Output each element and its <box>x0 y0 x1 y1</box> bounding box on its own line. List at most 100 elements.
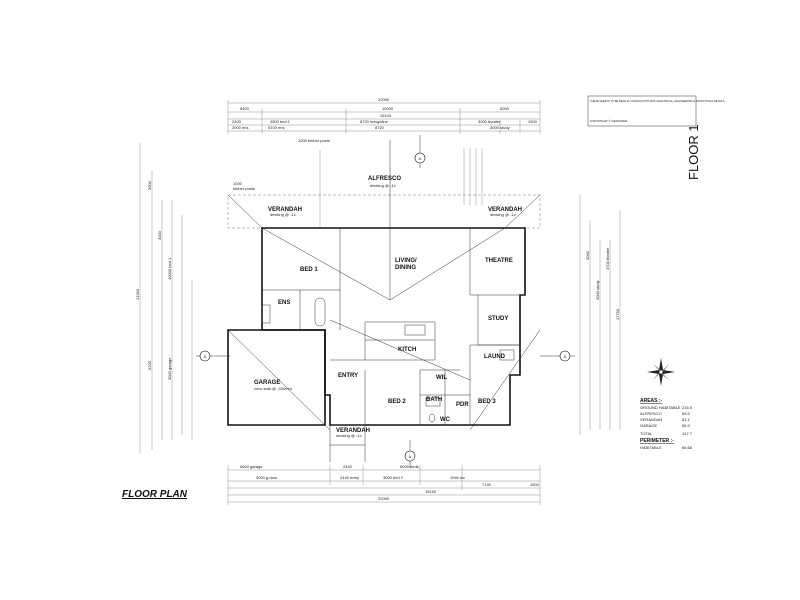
area-row-label: GROUND HABITABLE <box>640 405 681 410</box>
room-wil: WIL <box>436 375 447 381</box>
room-ens: ENS <box>278 300 290 306</box>
section-marker-bottom: A <box>404 440 416 468</box>
room-living-dining-2: DINING <box>395 265 416 271</box>
area-row-value: 417.7 <box>682 431 693 436</box>
room-theatre: THEATRE <box>485 258 513 264</box>
svg-text:3000 study: 3000 study <box>595 280 600 300</box>
area-row-label: GARAGE <box>640 423 657 428</box>
area-row-label: ALFRESCO <box>640 411 662 416</box>
perimeter-value: 66.68 <box>682 445 693 450</box>
room-study: STUDY <box>488 316 508 322</box>
room-verandah-right: VERANDAH <box>488 207 522 213</box>
room-bed3: BED 3 <box>478 399 496 405</box>
svg-text:3000 garage: 3000 garage <box>167 357 172 380</box>
room-verandah-right-sub: decking @ -1c <box>490 212 516 217</box>
room-verandah-front: VERANDAH <box>336 428 370 434</box>
room-garage-sub: conc slab @ -400mm <box>254 386 293 391</box>
dim-text: 1500 <box>530 482 540 487</box>
svg-text:3000: 3000 <box>157 230 162 240</box>
dim-text: 8720 living/dine <box>360 119 389 124</box>
room-living-dining: LIVING/ <box>395 258 417 264</box>
copyright-note: COPYRIGHT © DESIGNER <box>590 119 628 123</box>
dim-text: 3000 theatre <box>478 119 501 124</box>
svg-text:9200: 9200 <box>147 360 152 370</box>
area-row-value: 61.1 <box>682 417 691 422</box>
area-row-value: 69.5 <box>682 411 691 416</box>
area-row-value: 56.9 <box>682 423 691 428</box>
dim-text: 7140 <box>482 482 492 487</box>
dim-text: 1500 <box>528 119 538 124</box>
room-garage: GARAGE <box>254 380 280 386</box>
room-bed2: BED 2 <box>388 399 406 405</box>
room-alfresco: ALFRESCO <box>368 176 401 182</box>
left-dimensions: 21950 3000 9200 3000 10000 bed 1 3000 ga… <box>135 143 193 453</box>
timber-posts-note: 1000 timber posts <box>298 138 330 143</box>
floor-label: FLOOR 1 <box>686 124 701 180</box>
room-pdr: PDR <box>456 402 469 408</box>
north-point-icon <box>647 358 675 386</box>
room-alfresco-sub: decking @ -1c <box>370 183 396 188</box>
section-markers: A A A A <box>196 135 575 468</box>
dim-text: 3000 bed 2 <box>383 475 404 480</box>
dim-text: 2400 <box>232 119 242 124</box>
roof-outline <box>227 140 541 431</box>
room-kitch: KITCH <box>398 347 416 353</box>
svg-text:4700 theatre: 4700 theatre <box>605 247 610 270</box>
dim-text: 2440 entry <box>340 475 359 480</box>
room-verandah-left-sub: decking @ -1c <box>270 212 296 217</box>
dim-text: 6600 garage <box>240 464 263 469</box>
dim-text: 8720 <box>375 125 385 130</box>
area-row-label: VERANDAH <box>640 417 662 422</box>
room-laund: LAUND <box>484 354 506 360</box>
alfresco-posts: 1000 timber posts 1000 timber posts <box>233 138 483 228</box>
section-marker-top-label: A <box>419 156 422 161</box>
room-labels: ALFRESCO decking @ -1c VERANDAH decking … <box>254 176 522 438</box>
right-overall-dim: 17750 <box>615 308 620 320</box>
walls <box>227 227 526 462</box>
dim-text: 5100 ens <box>268 125 284 130</box>
dim-text: 6400 <box>240 106 250 111</box>
room-verandah-front-sub: decking @ -1c <box>336 433 362 438</box>
bottom-dimensions: 6600 garage 2440 6000 beds 3000 g.door 2… <box>227 464 541 505</box>
dim-text: 10000 <box>382 106 394 111</box>
area-row-value: 216.5 <box>682 405 693 410</box>
svg-text:1000: 1000 <box>233 181 243 186</box>
dim-text: 15100 <box>380 113 392 118</box>
dim-text: 3000 study <box>490 125 510 130</box>
room-entry: ENTRY <box>338 373 358 379</box>
area-row-label: TOTAL <box>640 431 653 436</box>
right-dimensions: 17750 3000 3000 study 4700 theatre <box>579 195 621 435</box>
dim-text: 1940 wc <box>450 475 465 480</box>
dim-text: 2440 <box>343 464 353 469</box>
dim-text: 6000 beds <box>400 464 419 469</box>
svg-text:3000: 3000 <box>585 250 590 260</box>
dim-text: 4500 bed 1 <box>270 119 291 124</box>
svg-text:timber posts: timber posts <box>233 186 255 191</box>
dim-text: 15150 <box>425 489 437 494</box>
perimeter-label: HABITABLE <box>640 445 662 450</box>
room-bed1: BED 1 <box>300 267 318 273</box>
top-overall-dim: 22090 <box>378 97 390 102</box>
section-marker-right: A <box>540 350 575 362</box>
perimeter-heading: PERIMETER :- <box>640 438 674 444</box>
drawing-notes: THESE SHEETS TO BE READ IN CONJUNCTION W… <box>590 99 725 103</box>
areas-heading: AREAS :- <box>640 398 663 404</box>
top-dimensions: 22090 6400 10000 5000 15100 2400 4500 be… <box>227 97 541 134</box>
dim-text: 2000 ens <box>232 125 248 130</box>
dim-text: 3000 g.door <box>256 475 278 480</box>
dim-text: 5000 <box>500 106 510 111</box>
section-marker-left: A <box>196 350 230 362</box>
bottom-overall-dim: 22090 <box>378 496 390 501</box>
room-verandah-left: VERANDAH <box>268 207 302 213</box>
section-marker-bottom-label: A <box>409 454 412 459</box>
fixtures <box>261 297 515 423</box>
section-marker-right-label: A <box>564 354 567 359</box>
room-bath: BATH <box>426 397 442 403</box>
room-wc: WC <box>440 417 451 423</box>
section-marker-left-label: A <box>204 354 207 359</box>
section-marker-top: A <box>414 135 426 168</box>
svg-text:10000 bed 1: 10000 bed 1 <box>167 257 172 280</box>
